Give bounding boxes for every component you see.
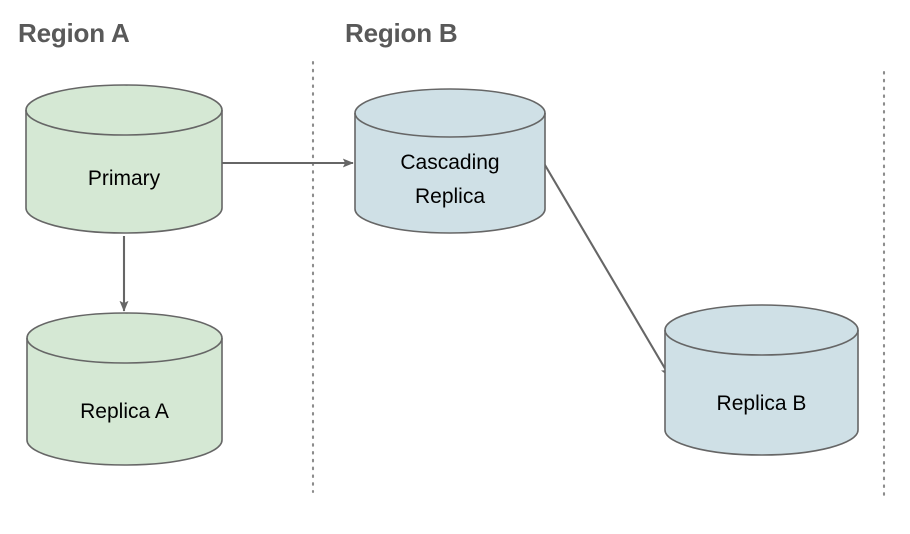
replica-a-cylinder-top	[26, 337, 223, 364]
connectors	[119, 158, 671, 378]
primary-cylinder-top	[25, 109, 223, 136]
edge-cascading-to-replica-b	[541, 159, 671, 378]
node-cascading-replica[interactable]: Cascading Replica	[354, 88, 546, 234]
cascading-replica-label-line1: Cascading	[400, 151, 499, 174]
replica-b-cylinder-top	[664, 329, 859, 356]
replica-b-label: Replica B	[717, 392, 807, 415]
node-replica-b[interactable]: Replica B	[664, 304, 859, 456]
region-headings: Region A Region B	[18, 18, 458, 48]
replica-b-cylinder-body	[664, 304, 859, 456]
cascading-replica-label-line2: Replica	[415, 185, 485, 208]
node-replica-a[interactable]: Replica A	[26, 312, 223, 466]
replica-a-label: Replica A	[80, 400, 169, 423]
node-primary[interactable]: Primary	[25, 84, 223, 234]
region-dividers	[311, 60, 886, 502]
primary-label: Primary	[88, 167, 161, 190]
region-a-label: Region A	[18, 18, 130, 48]
cascading-replica-cylinder-body	[354, 88, 546, 234]
replica-a-cylinder-body	[26, 312, 223, 466]
region-b-label: Region B	[345, 18, 458, 48]
primary-cylinder-body	[25, 84, 223, 234]
cascading-replica-cylinder-top	[354, 112, 546, 138]
